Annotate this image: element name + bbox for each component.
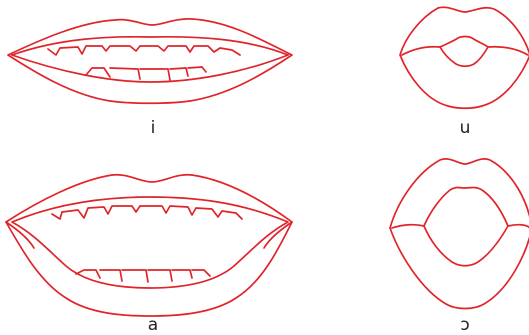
mouth-i-drawing <box>7 18 293 105</box>
mouth-a-lower-teeth <box>75 269 211 283</box>
mouth-i-lip-line-lower <box>11 54 289 83</box>
mouth-a-right-corner <box>263 221 293 249</box>
mouth-a-opening <box>11 196 289 289</box>
mouth-a-outer-lips <box>5 173 293 317</box>
label-u: u <box>459 118 471 138</box>
mouth-u-lip-line <box>401 45 529 56</box>
mouth-o-opening <box>423 186 509 267</box>
label-i: i <box>150 118 156 138</box>
mouth-u-opening <box>439 35 489 68</box>
label-o: ɔ <box>460 315 470 335</box>
mouth-a-drawing <box>5 173 293 317</box>
mouth-i-outer-lips <box>7 18 293 105</box>
mouth-i-upper-teeth <box>47 45 241 56</box>
mouth-u-drawing <box>399 6 529 110</box>
mouth-i-lower-teeth <box>85 66 207 81</box>
mouth-i-lip-line-upper <box>11 35 289 56</box>
label-a: a <box>147 315 159 335</box>
mouth-o-drawing <box>389 158 529 310</box>
mouth-a-upper-teeth <box>51 205 243 220</box>
mouth-u-outer-lips <box>399 6 529 110</box>
mouth-a-left-corner <box>5 221 35 249</box>
mouth-o-outer-lips <box>389 158 529 310</box>
